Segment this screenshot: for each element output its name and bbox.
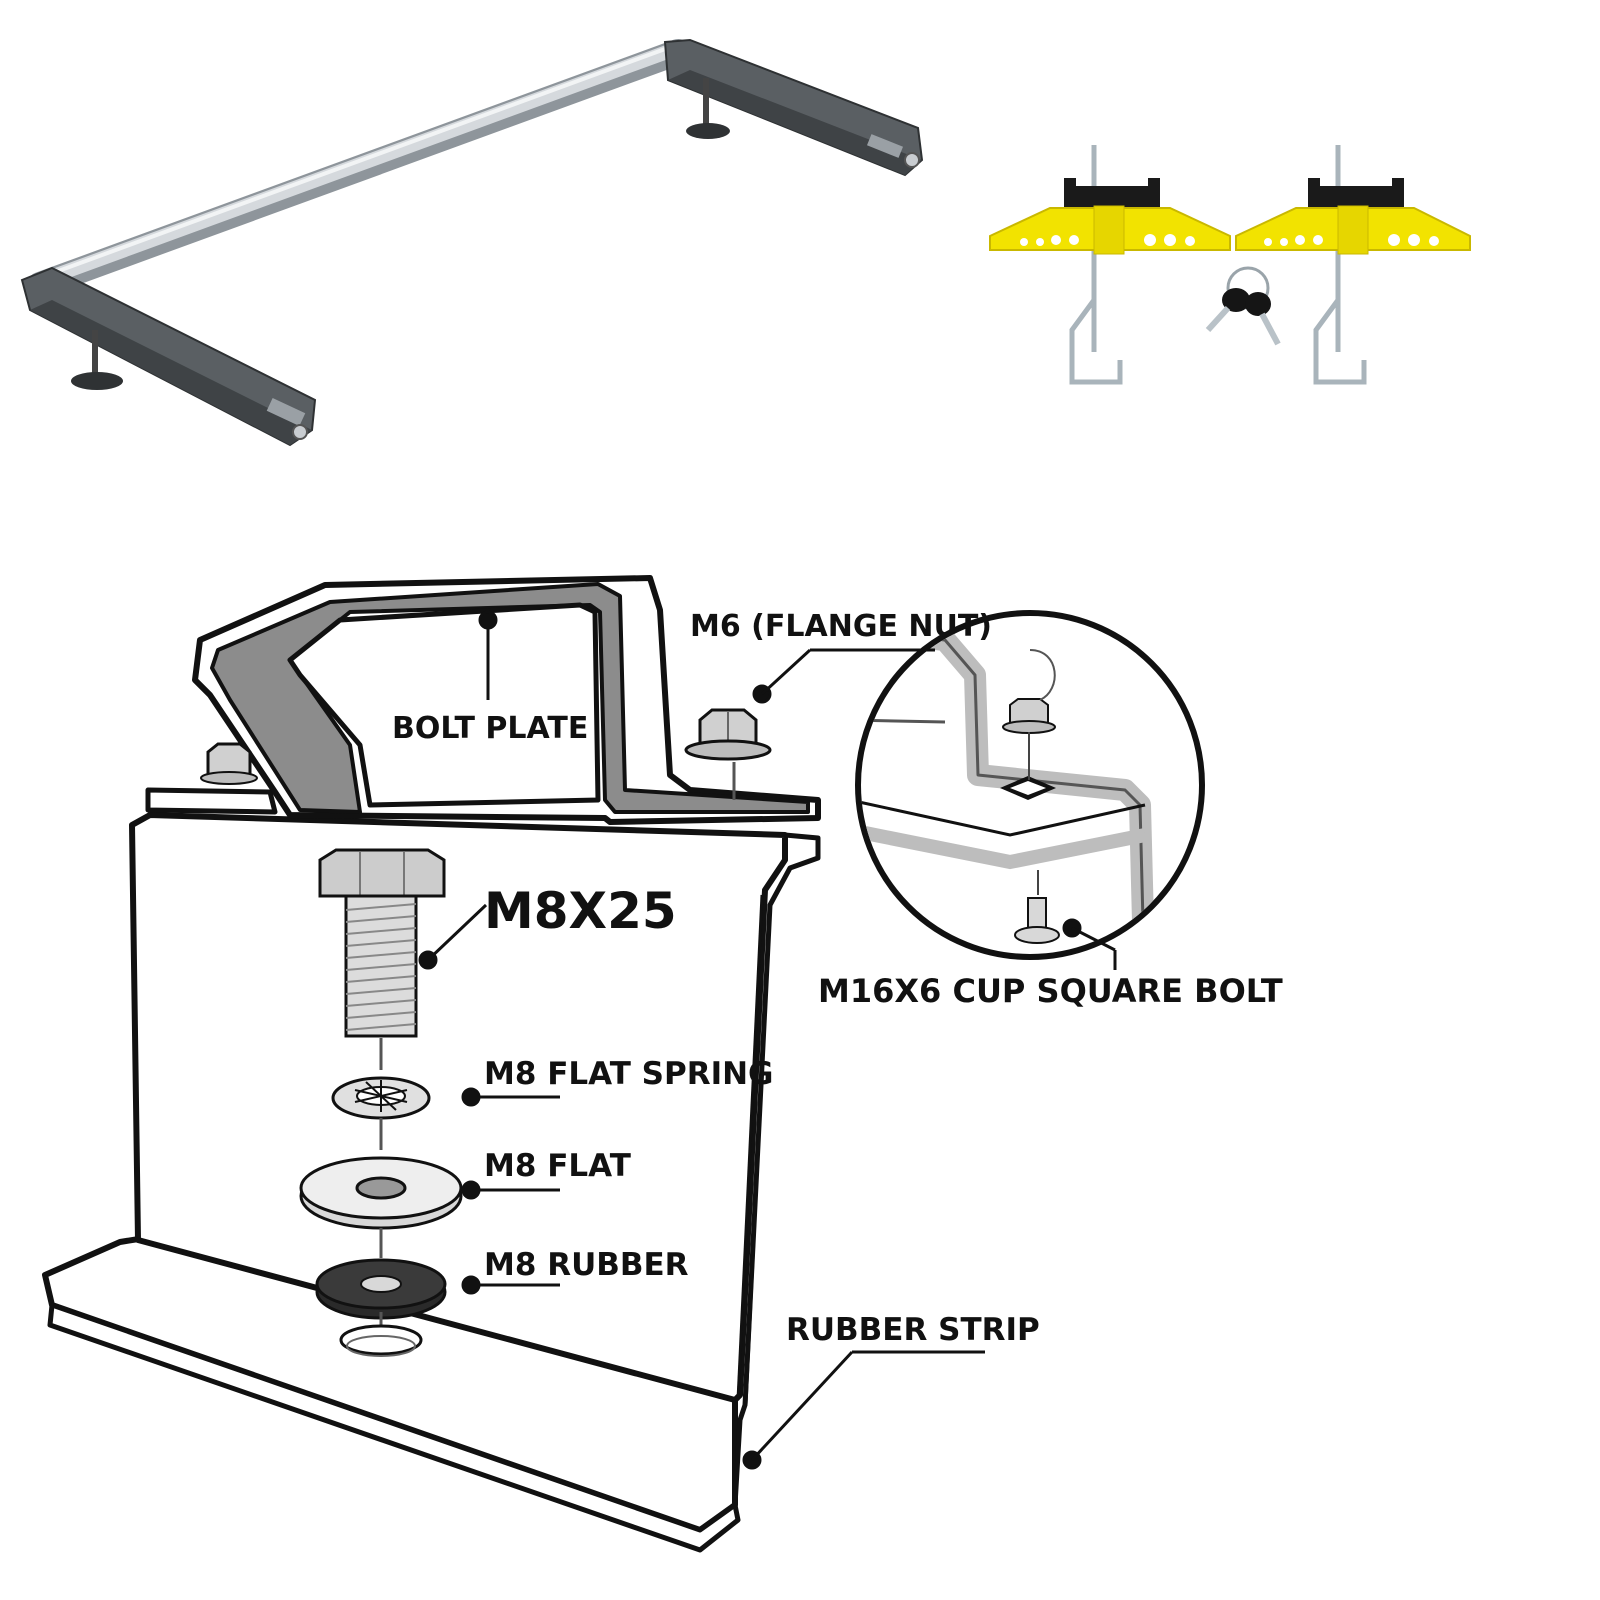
m6-flange-nut-icon [684, 708, 772, 800]
label-rubber-strip: RUBBER STRIP [786, 1312, 1040, 1348]
m8-rubber-washer-icon [315, 1258, 447, 1357]
label-m8-rubber: M8 RUBBER [484, 1247, 689, 1283]
leader-lines [418, 610, 1117, 1470]
label-m16x6-cup-square-bolt: M16X6 CUP SQUARE BOLT [818, 972, 1283, 1010]
lock-keys-icon [1205, 266, 1281, 346]
label-m8-flat-spring: M8 FLAT SPRING [484, 1056, 774, 1092]
label-m8x25: M8X25 [484, 882, 677, 940]
zoom-detail-circle [855, 610, 1205, 960]
label-bolt-plate: BOLT PLATE [392, 711, 588, 746]
small-flange-nut-icon [200, 742, 258, 785]
roof-rack-bar-icon [20, 38, 924, 447]
m8-flat-washer-icon [299, 1156, 463, 1258]
yellow-ladder-clamp-icon [989, 145, 1471, 385]
m8-flat-spring-washer-icon [331, 1076, 431, 1150]
bracket-diagram: BOLT PLATE M6 (FLANGE NUT) M8X25 M16X6 C… [42, 575, 1283, 1553]
label-m6-flange-nut: M6 (FLANGE NUT) [690, 609, 992, 644]
m8x25-bolt-icon [318, 848, 446, 1070]
label-m8-flat: M8 FLAT [484, 1148, 631, 1184]
